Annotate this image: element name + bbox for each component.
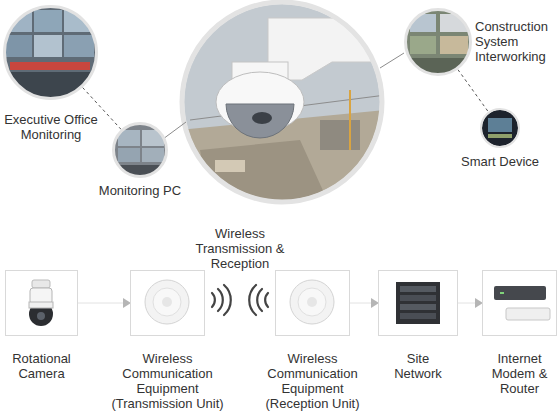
photo-circle: Monitoring PC: [112, 122, 168, 178]
server-icon: [396, 282, 440, 324]
photo-circle: Executive Office Monitoring: [3, 5, 98, 100]
flow-arrow: [458, 303, 482, 304]
camera-icon: [29, 280, 53, 326]
antenna-icon: [145, 280, 189, 324]
node-label: Rotational Camera: [1, 351, 82, 381]
node-label: Site Network: [386, 351, 450, 381]
node-label: Wireless Communication Equipment (Transm…: [107, 351, 228, 411]
device-box: Rotational Camera: [5, 270, 78, 336]
photo-ring: [182, 2, 382, 202]
device-box: Wireless Communication Equipment (Transm…: [130, 270, 205, 336]
photo-circle: Construction System Interworking: [404, 8, 472, 76]
dashed-link: [458, 70, 488, 112]
leader-line: [163, 122, 186, 139]
leader-line: [380, 53, 404, 68]
node-label: Construction System Interworking: [475, 19, 557, 64]
flow-arrow: [350, 303, 378, 304]
node-label: Internet Modem & Router: [482, 351, 557, 396]
flow-arrow: [78, 303, 130, 304]
node-label: Smart Device: [450, 154, 550, 169]
device-box: Site Network: [378, 270, 458, 336]
device-box: Wireless Communication Equipment (Recept…: [275, 270, 350, 336]
node-label: Monitoring PC: [85, 183, 195, 198]
camera-photo: [180, 0, 392, 206]
node-label: Executive Office Monitoring: [0, 112, 111, 142]
construction-photo: [404, 8, 474, 78]
modem-icon: [494, 286, 550, 320]
node-label: Wireless Communication Equipment (Recept…: [252, 351, 373, 411]
smart-device-photo: [480, 108, 520, 148]
office-photo: [0, 0, 100, 102]
device-box: Internet Modem & Router: [482, 270, 557, 336]
photo-circle: Smart Device: [480, 108, 520, 148]
wireless-label: Wireless Transmission & Reception: [185, 226, 295, 271]
wireless-waves: [212, 285, 268, 315]
antenna-icon: [290, 280, 334, 324]
pc-photo: [110, 120, 170, 180]
